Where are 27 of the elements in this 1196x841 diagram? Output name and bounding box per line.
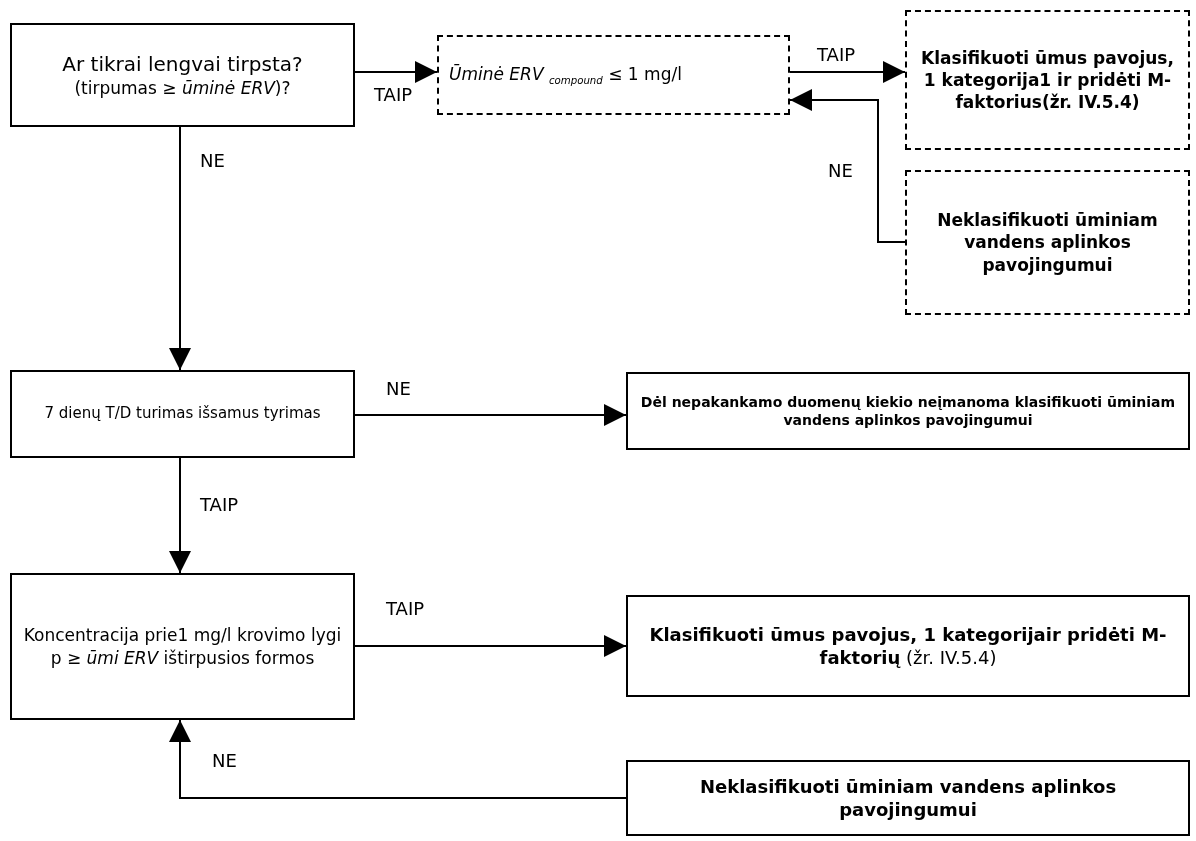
dashed-process-box — [905, 170, 1190, 315]
arrow — [169, 719, 627, 799]
node-subtext: (tirpumas ≥ ūminė ERV)? — [74, 76, 291, 100]
process-box — [626, 372, 1190, 450]
process-box — [626, 595, 1190, 697]
arrow — [354, 635, 627, 657]
arrow — [789, 61, 906, 83]
node-text: Neklasifikuoti ūminiam vandens aplinkos pavojingumui — [936, 209, 1159, 276]
arrow — [169, 126, 191, 371]
dashed-process-box — [905, 10, 1190, 150]
process-box — [626, 760, 1190, 836]
node-text: Ūminė ERV $_{compound}$ ≤ 1 mg/l — [449, 62, 682, 88]
arrow — [354, 404, 627, 426]
node-text: Ar tikrai lengvai tirpsta? — [62, 50, 303, 77]
node-text: 7 dienų T/D turimas išsamus tyrimas — [44, 404, 321, 424]
arrow — [789, 89, 906, 243]
dashed-process-box — [437, 35, 790, 115]
node-text: Neklasifikuoti ūminiam vandens aplinkos pavojingumui — [698, 774, 1118, 822]
node-text: Koncentracija prie1 mg/l krovimo lygi p ≥ ūmi ERV ištirpusios formos — [22, 624, 343, 669]
arrow — [169, 457, 191, 574]
process-box — [10, 23, 355, 127]
node-text: Klasifikuoti ūmus pavojus, 1 kategorija1 ir pridėti M-faktorius(žr. IV.5.4) — [920, 46, 1175, 114]
process-box — [10, 573, 355, 720]
node-text: Klasifikuoti ūmus pavojus, 1 kategorijair pridėti M-faktorių (žr. IV.5.4) — [648, 622, 1168, 670]
process-box — [10, 370, 355, 458]
arrow — [354, 61, 438, 83]
node-text: Dėl nepakankamo duomenų kiekio neįmanoma klasifikuoti ūminiam vandens aplinkos pavojingumui — [639, 392, 1177, 430]
